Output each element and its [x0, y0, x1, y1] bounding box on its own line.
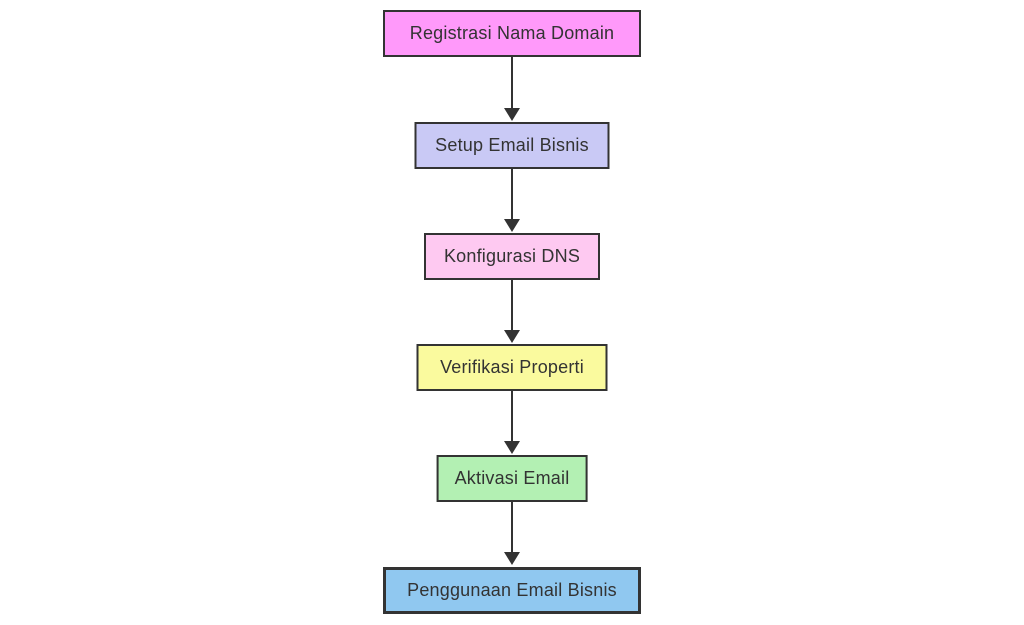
flowchart-node-aktivasi-email: Aktivasi Email: [436, 455, 588, 502]
flow-arrow: [504, 168, 520, 232]
arrow-line: [511, 390, 513, 441]
arrow-line: [511, 279, 513, 330]
flow-arrow: [504, 57, 520, 121]
arrowhead-down-icon: [504, 330, 520, 343]
flow-arrow: [504, 390, 520, 454]
flowchart-node-konfigurasi-dns: Konfigurasi DNS: [424, 233, 600, 280]
arrow-line: [511, 57, 513, 108]
arrow-line: [511, 168, 513, 219]
flowchart-node-setup-email-bisnis: Setup Email Bisnis: [414, 122, 610, 169]
flowchart-node-penggunaan-email-bisnis: Penggunaan Email Bisnis: [383, 567, 641, 614]
flowchart-node-verifikasi-properti: Verifikasi Properti: [416, 344, 608, 391]
arrowhead-down-icon: [504, 219, 520, 232]
arrowhead-down-icon: [504, 552, 520, 565]
arrowhead-down-icon: [504, 441, 520, 454]
arrow-line: [511, 501, 513, 552]
arrowhead-down-icon: [504, 108, 520, 121]
flow-arrow: [504, 279, 520, 343]
flowchart-node-registrasi-nama-domain: Registrasi Nama Domain: [383, 10, 641, 57]
flow-arrow: [504, 501, 520, 565]
